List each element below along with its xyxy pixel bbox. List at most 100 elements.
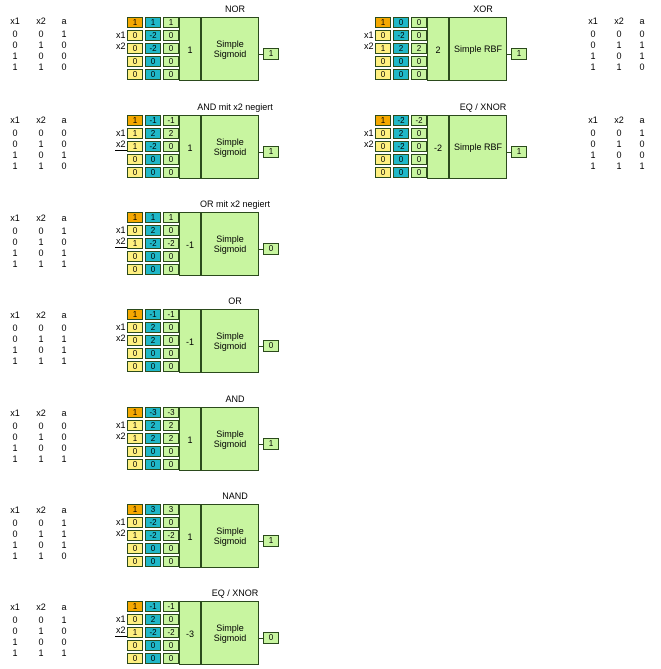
weight-cell[interactable]: 0: [375, 167, 391, 178]
weight-cell[interactable]: -2: [145, 141, 161, 152]
weight-cell[interactable]: 0: [163, 614, 179, 625]
weight-cell[interactable]: -2: [145, 517, 161, 528]
weight-cell[interactable]: 0: [375, 141, 391, 152]
weight-cell[interactable]: 3: [163, 504, 179, 515]
weight-cell[interactable]: 1: [145, 17, 161, 28]
weight-cell[interactable]: 0: [411, 141, 427, 152]
weight-cell[interactable]: 0: [411, 167, 427, 178]
weight-cell[interactable]: 0: [375, 56, 391, 67]
weight-cell[interactable]: -2: [393, 115, 409, 126]
weight-cell[interactable]: 0: [127, 640, 143, 651]
weight-cell[interactable]: 0: [145, 361, 161, 372]
weight-cell[interactable]: 0: [127, 446, 143, 457]
weight-cell[interactable]: 0: [163, 653, 179, 664]
weight-cell[interactable]: 1: [127, 309, 143, 320]
weight-cell[interactable]: 0: [375, 69, 391, 80]
weight-cell[interactable]: 0: [127, 459, 143, 470]
weight-cell[interactable]: 1: [375, 115, 391, 126]
weight-cell[interactable]: -3: [145, 407, 161, 418]
weight-cell[interactable]: 1: [127, 433, 143, 444]
weight-cell[interactable]: 0: [127, 251, 143, 262]
weight-cell[interactable]: 0: [127, 517, 143, 528]
weight-cell[interactable]: 2: [145, 225, 161, 236]
weight-cell[interactable]: 2: [163, 420, 179, 431]
weight-cell[interactable]: 0: [393, 56, 409, 67]
weight-cell[interactable]: 0: [163, 322, 179, 333]
weight-cell[interactable]: -2: [163, 627, 179, 638]
weight-cell[interactable]: 2: [145, 128, 161, 139]
weight-cell[interactable]: 2: [411, 43, 427, 54]
weight-cell[interactable]: 1: [127, 115, 143, 126]
weight-cell[interactable]: 0: [145, 348, 161, 359]
weight-cell[interactable]: 0: [127, 69, 143, 80]
weight-cell[interactable]: 0: [411, 30, 427, 41]
weight-cell[interactable]: 1: [127, 407, 143, 418]
weight-cell[interactable]: 1: [163, 17, 179, 28]
weight-cell[interactable]: 2: [145, 322, 161, 333]
weight-cell[interactable]: 1: [127, 627, 143, 638]
weight-cell[interactable]: 0: [127, 653, 143, 664]
weight-cell[interactable]: 0: [145, 543, 161, 554]
weight-cell[interactable]: 2: [145, 335, 161, 346]
weight-cell[interactable]: -1: [145, 115, 161, 126]
weight-cell[interactable]: 0: [163, 335, 179, 346]
weight-cell[interactable]: 0: [411, 128, 427, 139]
weight-cell[interactable]: -2: [145, 627, 161, 638]
weight-cell[interactable]: 1: [375, 17, 391, 28]
weight-cell[interactable]: -3: [163, 407, 179, 418]
weight-cell[interactable]: 0: [127, 543, 143, 554]
weight-cell[interactable]: 0: [163, 167, 179, 178]
weight-cell[interactable]: 0: [145, 653, 161, 664]
weight-cell[interactable]: -1: [163, 601, 179, 612]
weight-cell[interactable]: -1: [163, 309, 179, 320]
weight-cell[interactable]: 0: [127, 322, 143, 333]
weight-cell[interactable]: 0: [163, 30, 179, 41]
weight-cell[interactable]: 0: [393, 154, 409, 165]
weight-cell[interactable]: 0: [163, 556, 179, 567]
weight-cell[interactable]: 0: [127, 335, 143, 346]
weight-cell[interactable]: 0: [411, 154, 427, 165]
weight-cell[interactable]: 0: [145, 251, 161, 262]
weight-cell[interactable]: -2: [145, 30, 161, 41]
weight-cell[interactable]: 1: [145, 212, 161, 223]
weight-cell[interactable]: 0: [145, 640, 161, 651]
weight-cell[interactable]: 0: [163, 348, 179, 359]
weight-cell[interactable]: 0: [163, 446, 179, 457]
weight-cell[interactable]: 0: [127, 30, 143, 41]
weight-cell[interactable]: 0: [145, 56, 161, 67]
weight-cell[interactable]: 0: [145, 556, 161, 567]
weight-cell[interactable]: 1: [127, 128, 143, 139]
weight-cell[interactable]: 1: [127, 141, 143, 152]
weight-cell[interactable]: 0: [127, 225, 143, 236]
weight-cell[interactable]: -2: [411, 115, 427, 126]
weight-cell[interactable]: 1: [127, 420, 143, 431]
weight-cell[interactable]: 0: [375, 128, 391, 139]
weight-cell[interactable]: 0: [163, 543, 179, 554]
weight-cell[interactable]: 0: [411, 17, 427, 28]
weight-cell[interactable]: 0: [145, 154, 161, 165]
weight-cell[interactable]: 2: [393, 128, 409, 139]
weight-cell[interactable]: 0: [127, 167, 143, 178]
weight-cell[interactable]: 2: [163, 128, 179, 139]
weight-cell[interactable]: 0: [145, 69, 161, 80]
weight-cell[interactable]: 0: [127, 154, 143, 165]
weight-cell[interactable]: 2: [145, 614, 161, 625]
weight-cell[interactable]: -2: [145, 530, 161, 541]
weight-cell[interactable]: 0: [127, 556, 143, 567]
weight-cell[interactable]: 0: [163, 251, 179, 262]
weight-cell[interactable]: 0: [127, 361, 143, 372]
weight-cell[interactable]: 0: [163, 361, 179, 372]
weight-cell[interactable]: 0: [393, 69, 409, 80]
weight-cell[interactable]: 2: [145, 433, 161, 444]
weight-cell[interactable]: 0: [163, 141, 179, 152]
weight-cell[interactable]: 0: [145, 459, 161, 470]
weight-cell[interactable]: 0: [163, 225, 179, 236]
weight-cell[interactable]: 1: [163, 212, 179, 223]
weight-cell[interactable]: 0: [393, 17, 409, 28]
weight-cell[interactable]: 0: [145, 446, 161, 457]
weight-cell[interactable]: 0: [145, 264, 161, 275]
weight-cell[interactable]: 0: [163, 264, 179, 275]
weight-cell[interactable]: 0: [127, 348, 143, 359]
weight-cell[interactable]: 1: [127, 530, 143, 541]
weight-cell[interactable]: 0: [163, 640, 179, 651]
